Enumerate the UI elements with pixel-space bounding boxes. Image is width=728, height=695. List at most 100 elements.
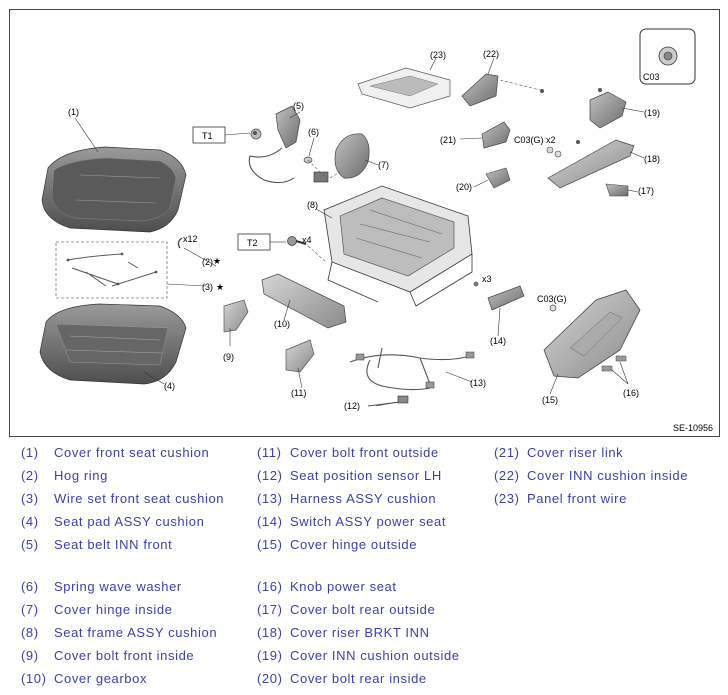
callout-2: (2): [202, 257, 213, 267]
clip-code-label: C03: [643, 72, 660, 82]
callout-8: (8): [307, 200, 318, 210]
callout-labels: (1) (2) (3) (4) (5) (6) (7) (8) (9) (10)…: [68, 49, 660, 411]
seat-belt-inn-front: [248, 105, 301, 184]
legend-item-name: Cover hinge outside: [290, 537, 418, 552]
legend-item-number: (6): [21, 579, 39, 594]
qty-x12: x12: [183, 234, 198, 244]
legend-item-number: (19): [257, 648, 283, 663]
star-icon: ★: [213, 256, 221, 266]
legend-item-name: Cover front seat cushion: [54, 445, 210, 460]
cover-riser-brkt-inn: [546, 139, 635, 189]
callout-9: (9): [223, 352, 234, 362]
callout-19: (19): [644, 108, 660, 118]
legend-item-number: (14): [257, 514, 283, 529]
legend-item-name: Wire set front seat cushion: [54, 491, 225, 506]
callout-21: (21): [440, 135, 456, 145]
legend-item-name: Cover bolt rear inside: [290, 671, 427, 686]
qty-x3: x3: [482, 274, 492, 284]
callout-17: (17): [638, 186, 654, 196]
cover-bolt-front-inside: [223, 299, 249, 333]
legend-item-number: (3): [21, 491, 39, 506]
torque-label-t1: T1: [202, 131, 213, 141]
reference-code: SE-10956: [672, 423, 713, 433]
assembly-line: [307, 159, 341, 179]
cover-inn-cushion-inside: [461, 73, 544, 107]
callout-22: (22): [483, 49, 499, 59]
legend-item-number: (11): [257, 445, 282, 460]
legend-item-name: Seat belt INN front: [54, 537, 173, 552]
legend-item-number: (20): [257, 671, 283, 686]
legend-item-name: Cover INN cushion inside: [527, 468, 689, 483]
callout-10: (10): [274, 319, 290, 329]
legend-item-name: Cover bolt front inside: [54, 648, 195, 663]
legend-item-number: (8): [21, 625, 39, 640]
legend-item-name: Cover bolt rear outside: [290, 602, 436, 617]
callout-11: (11): [291, 388, 306, 398]
callout-3: (3): [202, 282, 213, 292]
legend-item-name: Cover riser BRKT INN: [290, 625, 430, 640]
callout-5: (5): [293, 101, 304, 111]
knob-power-seat: [601, 355, 627, 372]
cover-bolt-front-outside: [285, 339, 315, 373]
qty-x4: x4: [302, 235, 312, 245]
seat-frame-assy-cushion: [323, 185, 473, 307]
exploded-parts-diagram: (1) (2) (3) (4) (5) (6) (7) (8) (9) (10)…: [9, 9, 720, 437]
legend-item-number: (13): [257, 491, 283, 506]
legend-item-name: Cover INN cushion outside: [290, 648, 460, 663]
callout-16: (16): [623, 388, 639, 398]
cover-riser-link: [481, 121, 511, 149]
legend-item-number: (10): [21, 671, 47, 686]
callout-12: (12): [344, 401, 360, 411]
callout-6: (6): [308, 127, 319, 137]
legend-item-name: Harness ASSY cushion: [290, 491, 437, 506]
cover-front-seat-cushion: [41, 146, 187, 233]
cover-hinge-inside: [313, 133, 370, 183]
legend-item-name: Cover riser link: [527, 445, 624, 460]
legend-item-name: Cover bolt front outside: [290, 445, 439, 460]
hog-ring: [177, 237, 183, 249]
cover-inn-cushion-outside: [589, 88, 627, 129]
legend-item-number: (21): [494, 445, 520, 460]
legend-item-number: (9): [21, 648, 39, 663]
switch-assy-power-seat: [473, 281, 525, 311]
callout-7: (7): [378, 160, 389, 170]
cover-hinge-outside: [543, 289, 641, 379]
callout-4: (4): [164, 381, 175, 391]
callout-13: (13): [470, 378, 486, 388]
cover-bolt-rear-outside: [605, 183, 629, 197]
panel-front-wire: [357, 67, 451, 109]
callout-23: (23): [430, 50, 446, 60]
clip-code-label: C03(G): [537, 294, 567, 304]
legend-item-number: (18): [257, 625, 283, 640]
legend-item-number: (12): [257, 468, 283, 483]
marker-labels: T1 T2 C03 C03(G) x2 C03(G) x12 x4 x3 ★ ★: [183, 72, 660, 304]
legend-item-number: (5): [21, 537, 39, 552]
cover-gearbox: [261, 273, 347, 329]
diagram-canvas: (1) (2) (3) (4) (5) (6) (7) (8) (9) (10)…: [39, 28, 696, 411]
legend-item-number: (7): [21, 602, 39, 617]
callout-20: (20): [456, 182, 472, 192]
legend-item-name: Seat frame ASSY cushion: [54, 625, 218, 640]
clip-qty-label: C03(G) x2: [514, 135, 556, 145]
cover-bolt-rear-inside: [485, 167, 511, 189]
legend-item-number: (15): [257, 537, 283, 552]
legend-item-name: Cover hinge inside: [54, 602, 173, 617]
clip-icon: [549, 304, 557, 312]
legend-item-number: (23): [494, 491, 520, 506]
callout-15: (15): [542, 395, 558, 405]
callout-14: (14): [490, 336, 506, 346]
callout-1: (1): [68, 107, 79, 117]
wire-set-front-seat-cushion: [55, 241, 168, 299]
seat-pad-assy-cushion: [39, 303, 187, 385]
legend-item-name: Switch ASSY power seat: [290, 514, 447, 529]
c03-detail-box: [639, 28, 696, 85]
star-icon: ★: [216, 282, 224, 292]
legend-item-name: Spring wave washer: [54, 579, 182, 594]
legend-item-name: Seat pad ASSY cushion: [54, 514, 205, 529]
leader-lines: [74, 57, 645, 407]
legend-item-number: (4): [21, 514, 39, 529]
legend-item-name: Seat position sensor LH: [290, 468, 442, 483]
bolt-icon: [253, 131, 257, 135]
torque-label-t2: T2: [247, 238, 258, 248]
legend-item-name: Panel front wire: [527, 491, 627, 506]
